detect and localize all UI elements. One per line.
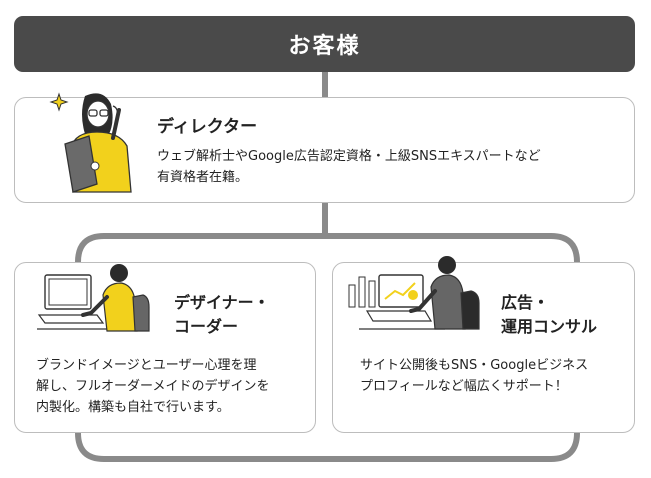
director-card: ディレクター ウェブ解析士やGoogle広告認定資格・上級SNSエキスパートなど… bbox=[14, 92, 635, 203]
designer-title: デザイナー・ コーダー bbox=[174, 291, 270, 339]
director-illustration bbox=[49, 92, 132, 193]
director-desc-line-2: 有資格者在籍。 bbox=[157, 170, 249, 185]
director-description: ウェブ解析士やGoogle広告認定資格・上級SNSエキスパートなど 有資格者在籍… bbox=[157, 146, 541, 188]
director-title: ディレクター bbox=[157, 117, 258, 137]
consultant-description: サイト公開後もSNS・Googleビジネス プロフィールなど幅広くサポート！ bbox=[360, 355, 588, 397]
customer-header: お客様 bbox=[14, 16, 635, 72]
consultant-title: 広告・ 運用コンサル bbox=[501, 291, 597, 339]
designer-description: ブランドイメージとユーザー心理を理 解し、フルオーダーメイドのデザインを 内製化… bbox=[36, 355, 269, 418]
designer-desc-line-1: ブランドイメージとユーザー心理を理 bbox=[36, 358, 257, 373]
designer-desc-line-3: 内製化。構築も自社で行います。 bbox=[36, 400, 230, 415]
customer-label: お客様 bbox=[288, 34, 361, 59]
consultant-desc-line-2: プロフィールなど幅広くサポート！ bbox=[360, 379, 568, 394]
designer-desc-line-2: 解し、フルオーダーメイドのデザインを bbox=[36, 379, 270, 394]
designer-illustration bbox=[37, 264, 150, 332]
consultant-title-line-1: 広告・ bbox=[501, 293, 550, 312]
consultant-illustration bbox=[348, 256, 480, 330]
designer-card: デザイナー・ コーダー ブランドイメージとユーザー心理を理 解し、フルオーダーメ… bbox=[14, 262, 316, 433]
designer-title-line-2: コーダー bbox=[174, 317, 239, 336]
designer-title-line-1: デザイナー・ bbox=[174, 293, 270, 312]
consultant-desc-line-1: サイト公開後もSNS・Googleビジネス bbox=[360, 358, 589, 373]
director-desc-line-1: ウェブ解析士やGoogle広告認定資格・上級SNSエキスパートなど bbox=[157, 149, 541, 164]
consultant-title-line-2: 運用コンサル bbox=[501, 317, 598, 336]
consultant-card: 広告・ 運用コンサル サイト公開後もSNS・Googleビジネス プロフィールな… bbox=[332, 256, 635, 433]
